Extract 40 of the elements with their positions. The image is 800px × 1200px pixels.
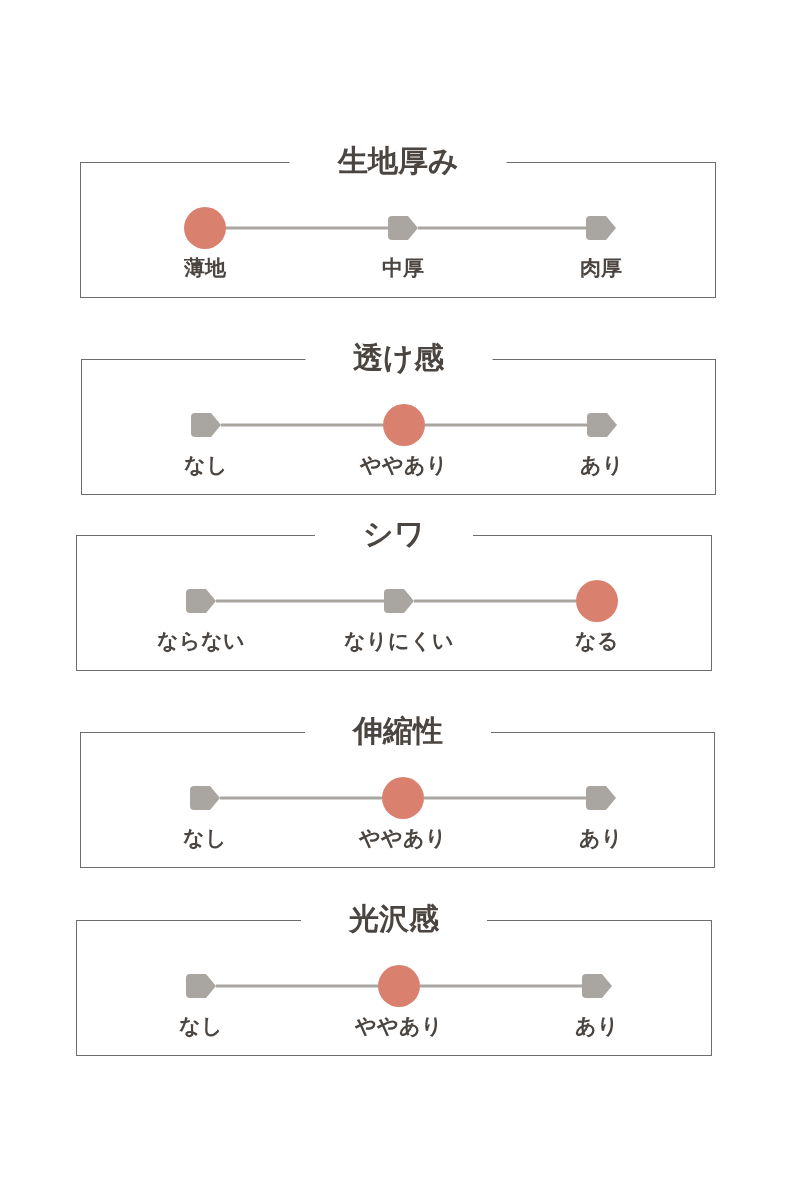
connector-line bbox=[216, 984, 378, 988]
scale-marker bbox=[587, 413, 617, 437]
selected-dot bbox=[383, 404, 425, 446]
scale-marker bbox=[582, 974, 612, 998]
scale-label: なし bbox=[184, 452, 228, 478]
connector-line bbox=[424, 796, 586, 800]
scale-marker bbox=[186, 589, 216, 613]
connector-line bbox=[425, 423, 587, 427]
scale-marker bbox=[190, 786, 220, 810]
scale-label: なる bbox=[575, 628, 619, 654]
scale-label: 肉厚 bbox=[580, 255, 622, 281]
scale-label: なし bbox=[183, 825, 227, 851]
connector-line bbox=[226, 226, 388, 230]
scale-marker bbox=[384, 589, 414, 613]
connector-line bbox=[216, 599, 384, 603]
scale-label: 薄地 bbox=[184, 255, 226, 281]
scale-label: なし bbox=[179, 1013, 223, 1039]
selected-dot bbox=[378, 965, 420, 1007]
connector-line bbox=[220, 796, 382, 800]
scale-marker bbox=[388, 216, 418, 240]
scale-label: ややあり bbox=[359, 825, 447, 851]
scale-marker bbox=[586, 786, 616, 810]
scale-label: あり bbox=[575, 1013, 619, 1039]
selected-dot bbox=[576, 580, 618, 622]
scale-marker bbox=[191, 413, 221, 437]
selected-dot bbox=[382, 777, 424, 819]
scale-label: あり bbox=[579, 825, 623, 851]
scale-label: なりにくい bbox=[344, 628, 454, 654]
connector-line bbox=[414, 599, 576, 603]
scale-marker bbox=[186, 974, 216, 998]
connector-line bbox=[418, 226, 586, 230]
connector-line bbox=[420, 984, 582, 988]
scale-label: ややあり bbox=[360, 452, 448, 478]
selected-dot bbox=[184, 207, 226, 249]
scale-marker bbox=[586, 216, 616, 240]
scale-label: ならない bbox=[157, 628, 245, 654]
scale-label: ややあり bbox=[355, 1013, 443, 1039]
scale-label: 中厚 bbox=[382, 255, 424, 281]
connector-line bbox=[221, 423, 383, 427]
scale-label: あり bbox=[580, 452, 624, 478]
